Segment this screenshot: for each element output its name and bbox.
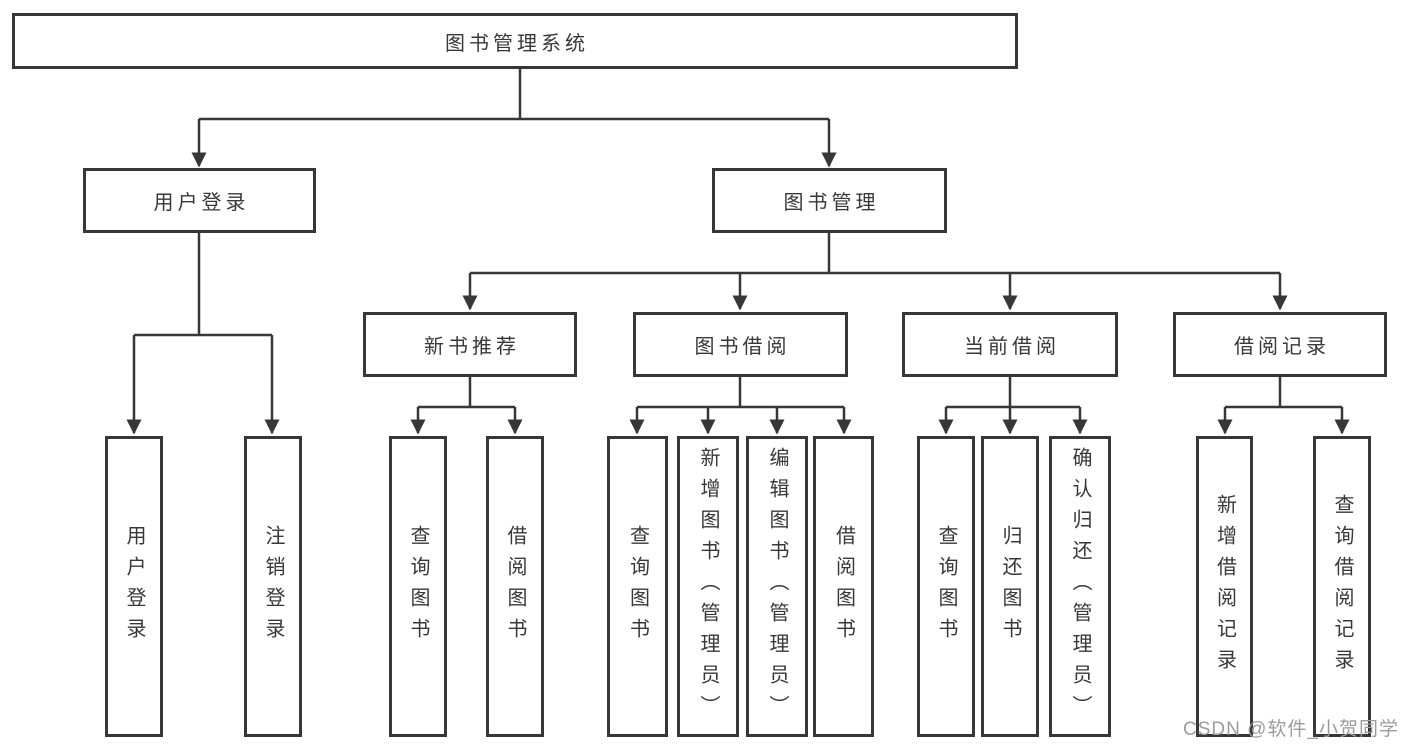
connector-elbows <box>134 69 1342 409</box>
csdn-watermark: CSDN @软件_小贺同学 <box>1183 719 1399 740</box>
node-borrowing-records: 借阅记录 <box>1173 312 1387 377</box>
leaf-borrow-borrow-books: 借阅图书 <box>813 436 874 737</box>
leaf-borrow-add-books-admin: 新增图书（管理员） <box>677 436 739 737</box>
leaf-borrow-edit-books-admin: 编辑图书（管理员） <box>746 436 808 737</box>
leaf-borrow-query-books: 查询图书 <box>607 436 668 737</box>
node-book-borrowing: 图书借阅 <box>633 312 848 377</box>
leaf-current-query-books: 查询图书 <box>917 436 975 737</box>
node-current-borrowing: 当前借阅 <box>902 312 1118 377</box>
node-book-management: 图书管理 <box>712 168 947 233</box>
leaf-user-login: 用户登录 <box>105 436 163 737</box>
node-library-management-system: 图书管理系统 <box>12 13 1018 69</box>
node-user-login: 用户登录 <box>83 168 316 233</box>
leaf-current-confirm-return-admin: 确认归还（管理员） <box>1049 436 1111 737</box>
leaf-recommend-query-books: 查询图书 <box>389 436 447 737</box>
leaf-logout: 注销登录 <box>244 436 302 737</box>
leaf-records-add-borrow-record: 新增借阅记录 <box>1196 436 1253 737</box>
node-new-book-recommendation: 新书推荐 <box>363 312 577 377</box>
leaf-records-query-borrow-record: 查询借阅记录 <box>1313 436 1371 737</box>
leaf-recommend-borrow-books: 借阅图书 <box>486 436 544 737</box>
arrow-lines <box>126 119 1350 435</box>
leaf-current-return-books: 归还图书 <box>981 436 1039 737</box>
